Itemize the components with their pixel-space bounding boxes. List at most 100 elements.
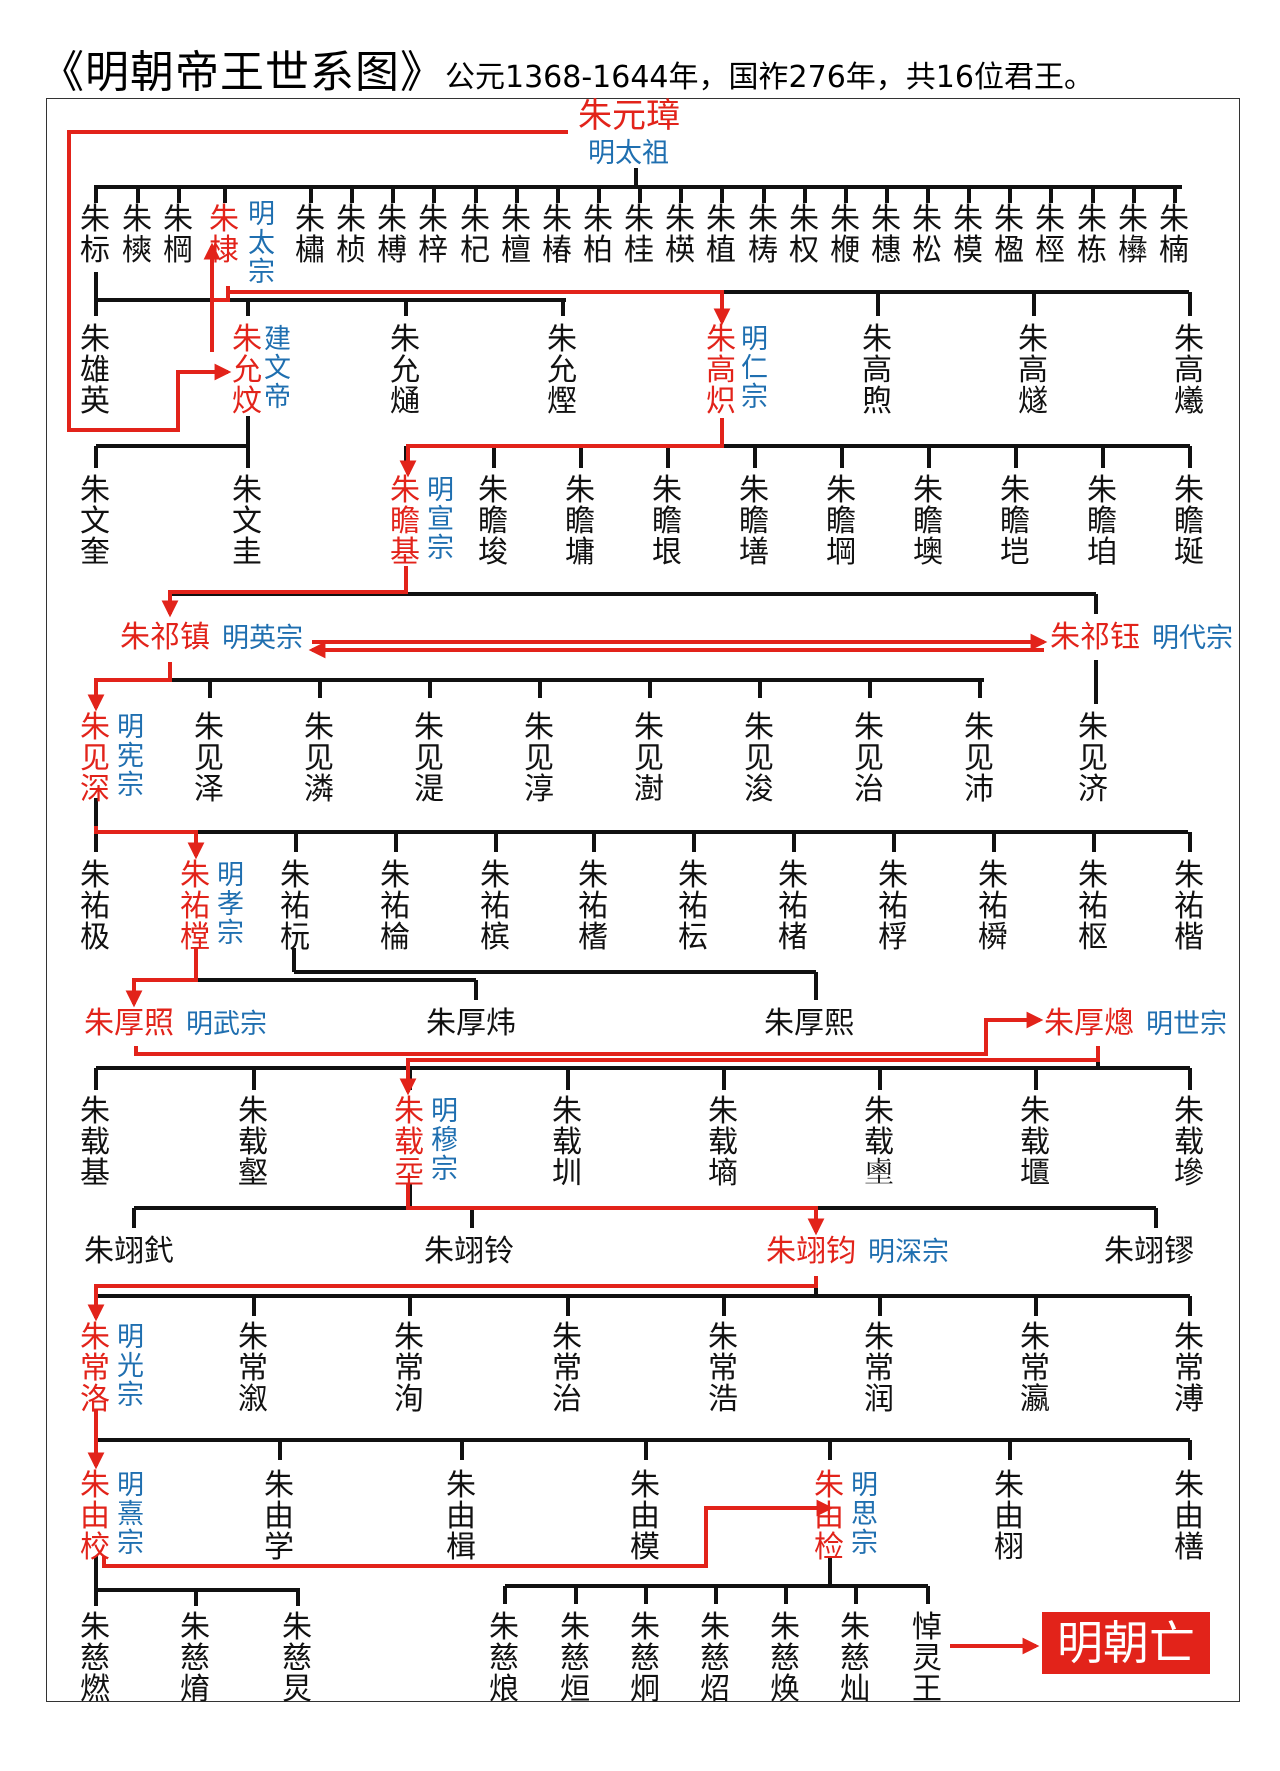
- member-name: 朱祐楷: [1174, 858, 1204, 955]
- member-name: 朱常瀛: [1020, 1320, 1050, 1417]
- member-name: 朱允熞: [547, 322, 577, 419]
- member-name: 朱杞: [460, 202, 490, 268]
- member-name: 朱祐榰: [578, 858, 608, 955]
- member-name: 朱厚炜: [426, 1006, 516, 1041]
- member-name: 朱载壑: [238, 1094, 268, 1191]
- member-name: 朱椿: [542, 202, 572, 268]
- member-name: 朱橞: [871, 202, 901, 268]
- diagram-frame: [46, 98, 1240, 1702]
- temple-name: 明世宗: [1146, 1009, 1227, 1040]
- member-name: 朱翊铃: [424, 1234, 514, 1269]
- member-name: 朱祐桴: [878, 858, 908, 955]
- member-name: 朱祐槟: [480, 858, 510, 955]
- member-name: 朱厚熙: [764, 1006, 854, 1041]
- member-name: 朱慈灿: [840, 1610, 870, 1707]
- member-name: 朱慈炯: [630, 1610, 660, 1707]
- member-name: 朱祐极: [80, 858, 110, 955]
- member-name: 朱桢: [336, 202, 366, 268]
- member-name: 朱载㙺: [1020, 1094, 1050, 1191]
- emperor-name: 朱翊钧: [766, 1234, 856, 1269]
- succession-arrow: [210, 286, 230, 352]
- emperor-name: 朱由校: [80, 1468, 110, 1565]
- member-name: 朱祐杬: [280, 858, 310, 955]
- title-sub: 公元1368-1644年，国祚276年，共16位君王。: [445, 60, 1094, 95]
- member-name: 朱高煦: [862, 322, 892, 419]
- member-name: 朱瞻垍: [1087, 473, 1117, 570]
- member-name: 朱常洵: [394, 1320, 424, 1417]
- member-name: 朱载墒: [708, 1094, 738, 1191]
- member-name: 悼灵王: [912, 1610, 942, 1707]
- temple-name: 建文帝: [264, 324, 291, 413]
- member-name: 朱允熥: [390, 322, 420, 419]
- emperor-name: 朱祁钰: [1050, 620, 1140, 655]
- member-name: 朱瞻垲: [1000, 473, 1030, 570]
- member-name: 朱载圳: [552, 1094, 582, 1191]
- temple-name: 明熹宗: [117, 1470, 144, 1559]
- emperor-name: 朱棣: [209, 202, 239, 268]
- temple-name: 明仁宗: [741, 324, 768, 413]
- succession-arrow: [125, 948, 198, 1008]
- temple-name: 明太宗: [248, 199, 275, 288]
- member-name: 朱慈炤: [700, 1610, 730, 1707]
- member-name: 朱见潾: [304, 710, 334, 807]
- member-name: 朱慈焕: [770, 1610, 800, 1707]
- member-name: 朱载基: [80, 1094, 110, 1191]
- member-name: 朱由楫: [446, 1468, 476, 1565]
- member-name: 朱高燧: [1018, 322, 1048, 419]
- member-name: 朱瞻垠: [652, 473, 682, 570]
- emperor-name: 朱祐樘: [180, 858, 210, 955]
- member-name: 朱橚: [295, 202, 325, 268]
- emperor-name: 朱载坖: [394, 1094, 424, 1191]
- member-name: 朱见湜: [414, 710, 444, 807]
- member-name: 朱由学: [264, 1468, 294, 1565]
- temple-name: 明武宗: [186, 1009, 267, 1040]
- member-name: 朱祐棆: [380, 858, 410, 955]
- emperor-name: 朱祁镇: [120, 620, 210, 655]
- emperor-name: 朱厚照: [84, 1006, 174, 1041]
- member-name: 朱檀: [501, 202, 531, 268]
- temple-name: 明深宗: [868, 1237, 949, 1268]
- temple-name: 明孝宗: [217, 860, 244, 949]
- title-main: 《明朝帝王世系图》: [40, 47, 445, 98]
- member-name: 朱雄英: [80, 322, 110, 419]
- member-name: 朱祐橓: [978, 858, 1008, 955]
- temple-name: 明太祖: [588, 138, 669, 169]
- member-name: 朱慈炅: [282, 1610, 312, 1707]
- member-name: 朱翊镠: [1104, 1234, 1194, 1269]
- member-name: 朱栋: [1077, 202, 1107, 268]
- member-name: 朱松: [912, 202, 942, 268]
- emperor-name: 朱厚熜: [1044, 1006, 1134, 1041]
- member-name: 朱慈焴: [180, 1610, 210, 1707]
- member-name: 朱㰘: [1118, 202, 1148, 268]
- member-name: 朱常溥: [1174, 1320, 1204, 1417]
- succession-arrow: [399, 1046, 1100, 1096]
- succession-arrow: [87, 1276, 818, 1322]
- member-name: 朱见济: [1078, 710, 1108, 807]
- temple-name: 明英宗: [222, 623, 303, 654]
- succession-arrow: [67, 130, 568, 432]
- member-name: 朱瞻墺: [913, 473, 943, 570]
- member-name: 朱瞻堈: [826, 473, 856, 570]
- member-name: 朱见浚: [744, 710, 774, 807]
- member-name: 朱梓: [418, 202, 448, 268]
- member-name: 朱由栩: [994, 1468, 1024, 1565]
- member-name: 朱文奎: [80, 473, 110, 570]
- temple-name: 明宣宗: [427, 475, 454, 564]
- member-name: 朱楹: [994, 202, 1024, 268]
- succession-arrow: [87, 662, 172, 712]
- member-name: 朱由模: [630, 1468, 660, 1565]
- member-name: 朱见淳: [524, 710, 554, 807]
- member-name: 朱见泽: [194, 710, 224, 807]
- member-name: 朱常浩: [708, 1320, 738, 1417]
- member-name: 朱常溆: [238, 1320, 268, 1417]
- member-name: 朱载𪉖: [864, 1094, 894, 1191]
- member-name: 朱樉: [122, 202, 152, 268]
- succession-arrow: [406, 1184, 825, 1236]
- member-name: 朱桂: [624, 202, 654, 268]
- member-name: 朱见治: [854, 710, 884, 807]
- emperor-name: 朱元璋: [578, 96, 680, 136]
- emperor-name: 朱常洛: [80, 1320, 110, 1417]
- temple-name: 明代宗: [1152, 623, 1233, 654]
- succession-arrow: [94, 826, 205, 860]
